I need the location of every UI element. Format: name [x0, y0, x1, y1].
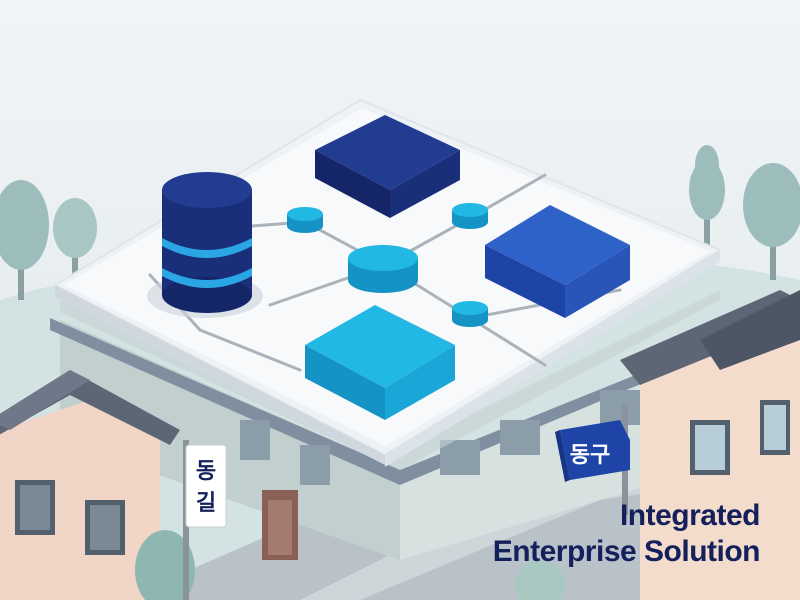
node-upper-right: [452, 203, 488, 229]
left-sign-label-top: 동: [196, 459, 216, 484]
royal-blue-block: [485, 205, 630, 318]
headline-line-1: Integrated: [619, 499, 761, 532]
headline-line-2: Enterprise Solution: [492, 535, 761, 568]
shrub-right: [515, 560, 565, 600]
tree-left-2: [53, 198, 97, 290]
tree-right-1: [689, 145, 725, 255]
left-house: [0, 370, 180, 600]
cyan-block: [305, 305, 455, 420]
central-building: [50, 318, 710, 560]
navy-block: [315, 115, 460, 218]
shrub-left: [135, 530, 195, 600]
left-street-sign: 동 길: [183, 440, 227, 600]
tree-left-1: [0, 180, 49, 300]
node-lower-right: [452, 301, 488, 327]
right-sign-label: 동구: [570, 443, 610, 468]
node-center: [348, 245, 418, 293]
right-house: [620, 290, 800, 600]
node-left: [287, 207, 323, 233]
right-street-sign: 동구: [555, 405, 630, 515]
left-sign-label-bottom: 길: [196, 491, 216, 516]
database-icon: [147, 172, 263, 318]
tree-right-2: [743, 163, 800, 280]
headline: Integrated Enterprise Solution: [492, 498, 761, 570]
